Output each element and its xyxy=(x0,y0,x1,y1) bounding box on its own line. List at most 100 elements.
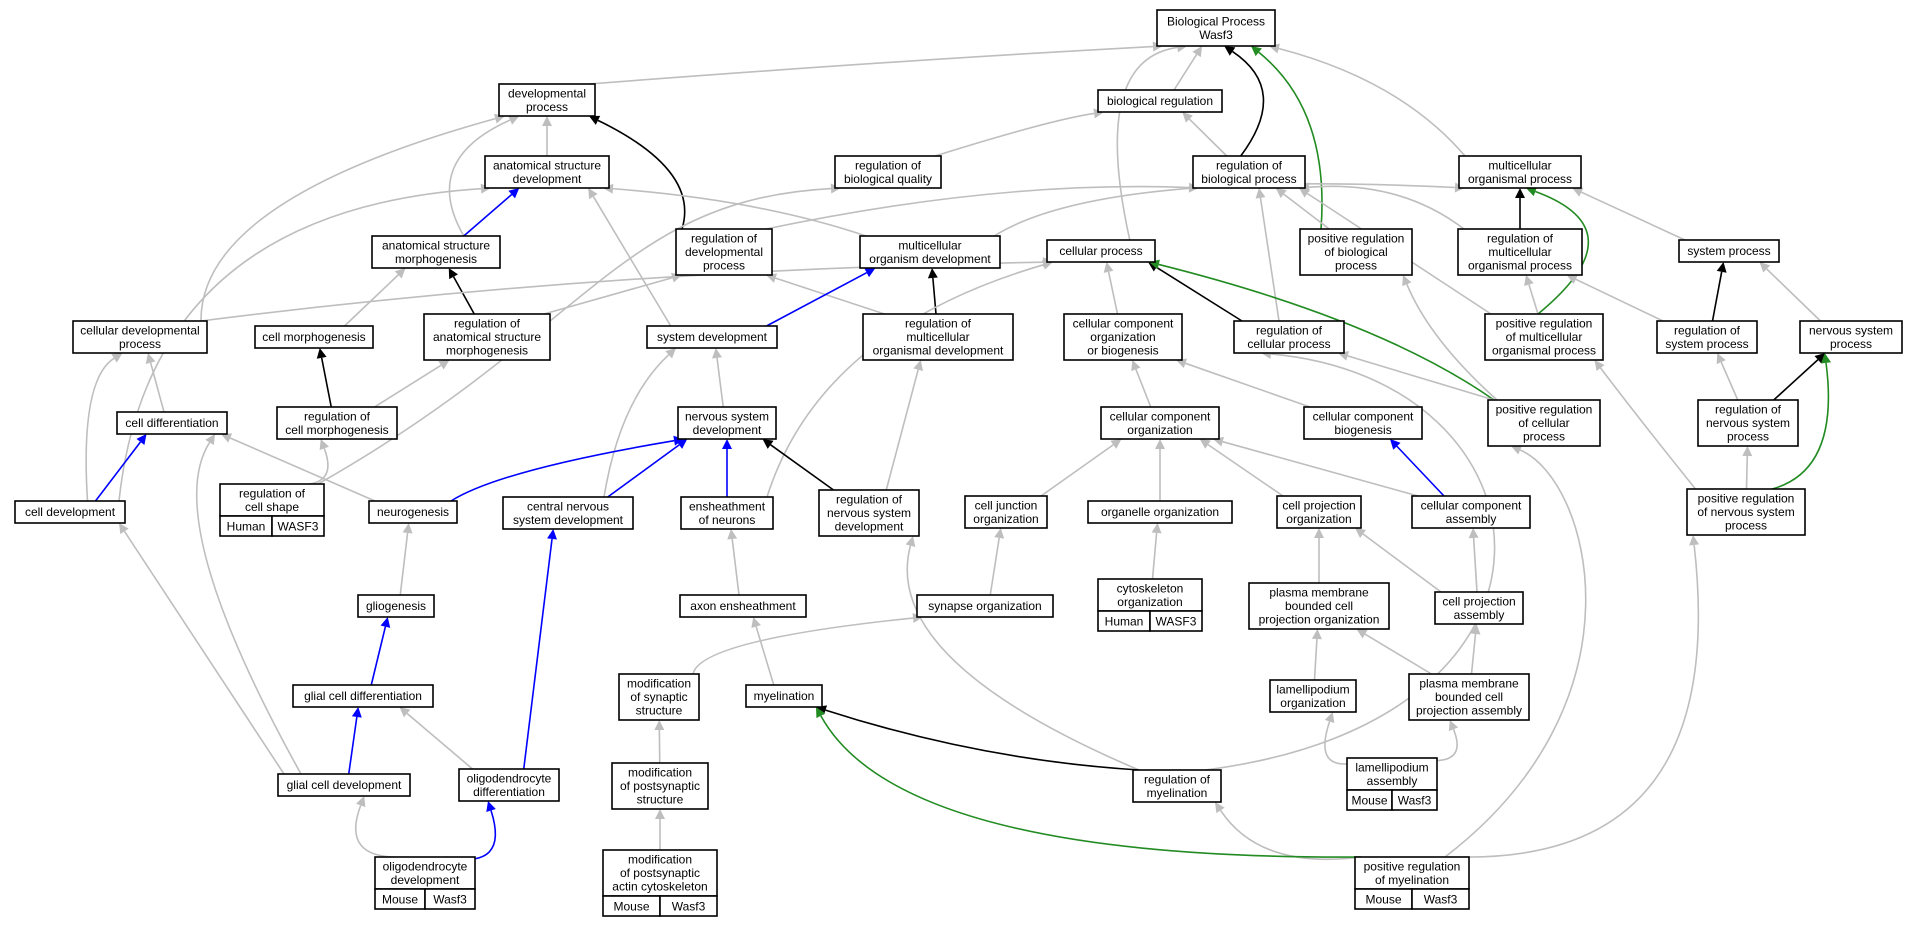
tag-species-label: Mouse xyxy=(1351,794,1387,808)
term-label-line: regulation of xyxy=(239,486,306,500)
term-box xyxy=(1248,582,1390,630)
arrowhead-icon xyxy=(927,268,938,279)
go-term-gliogen[interactable]: gliogenesis xyxy=(357,594,435,618)
go-term-cellmorph[interactable]: cell morphogenesis xyxy=(254,325,374,349)
term-label-line: organization xyxy=(1280,696,1345,710)
go-term-sysproc[interactable]: system process xyxy=(1678,239,1780,263)
term-label-line: anatomical structure xyxy=(382,238,490,252)
go-term-cellproc[interactable]: cellular process xyxy=(1046,239,1156,263)
go-term-orgo[interactable]: organelle organization xyxy=(1087,500,1233,524)
edge-myel-to-axonens xyxy=(751,617,775,686)
go-term-synorg[interactable]: synapse organization xyxy=(916,594,1054,618)
term-label-line: glial cell differentiation xyxy=(304,689,422,703)
edge-ccb-to-ccob xyxy=(1176,358,1311,408)
edge-line xyxy=(775,277,885,315)
term-box xyxy=(1046,239,1156,263)
arrowhead-icon xyxy=(1275,188,1287,199)
term-label-line: positive regulation xyxy=(1698,492,1795,506)
go-term-celldiff[interactable]: cell differentiation xyxy=(116,411,228,435)
edge-line xyxy=(1158,263,1495,401)
edge-line xyxy=(406,712,474,770)
edge-line xyxy=(1204,353,1496,771)
term-label-line: regulation of xyxy=(1674,323,1741,337)
edge-posregbp-to-bp xyxy=(1251,46,1323,230)
go-term-bioreg[interactable]: biological regulation xyxy=(1097,89,1223,113)
edge-line xyxy=(448,119,511,237)
go-term-myel[interactable]: myelination xyxy=(745,684,823,708)
arrowhead-icon xyxy=(1402,275,1412,287)
term-label-line: Biological Process xyxy=(1167,14,1265,28)
edge-line xyxy=(522,538,553,770)
term-label-line: projection organization xyxy=(1259,613,1380,627)
edge-line xyxy=(692,617,914,675)
go-term-axonens[interactable]: axon ensheathment xyxy=(679,594,807,618)
term-label-line: anatomical structure xyxy=(433,330,541,344)
arrowhead-icon xyxy=(722,439,732,449)
edge-neurogen-to-celldiff xyxy=(221,433,376,502)
edge-line xyxy=(1406,283,1498,401)
edge-line xyxy=(1772,362,1830,490)
term-label-line: biological quality xyxy=(844,172,932,186)
go-term-celldev[interactable]: cell development xyxy=(14,500,126,524)
edge-line xyxy=(989,537,1000,596)
term-label-line: regulation of xyxy=(454,317,521,331)
term-label-line: process xyxy=(1727,430,1769,444)
edge-line xyxy=(1411,728,1458,762)
term-label-line: assembly xyxy=(1367,774,1418,788)
go-term-neurogen[interactable]: neurogenesis xyxy=(368,500,458,524)
edge-line xyxy=(1599,367,1697,490)
go-term-gcdev[interactable]: glial cell development xyxy=(277,773,411,797)
go-term-gcdiff[interactable]: glial cell differentiation xyxy=(292,684,434,708)
edge-line xyxy=(1185,362,1311,408)
go-term-sysdev[interactable]: system development xyxy=(646,325,778,349)
arrowhead-icon xyxy=(1716,262,1727,273)
term-label-line: process xyxy=(119,337,161,351)
